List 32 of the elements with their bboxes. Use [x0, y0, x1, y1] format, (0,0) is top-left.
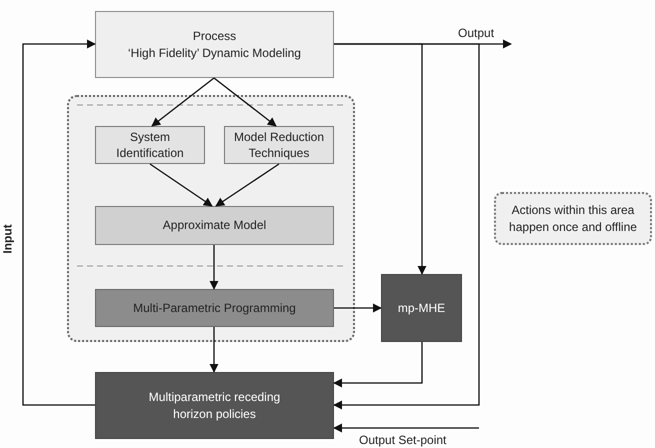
edge-label: Output [457, 26, 496, 40]
node-text: Model Reduction Techniques [232, 128, 326, 162]
process-box [95, 206, 334, 245]
node-text: Approximate Model [162, 217, 266, 234]
process-box [381, 274, 462, 342]
node-text: Multi-Parametric Programming [133, 300, 296, 316]
offline-area [67, 95, 355, 342]
process-box [95, 372, 334, 439]
node-text: Actions within this area happen once and offline [508, 202, 638, 235]
note-box [494, 192, 652, 245]
edge-label: Output Set-point [358, 433, 448, 447]
node-text: ‘High Fidelity’ Dynamic Modeling [128, 44, 301, 61]
arrow [150, 163, 213, 207]
node-text: Process [192, 28, 236, 44]
arrow [334, 303, 382, 313]
process-box [95, 11, 334, 78]
process-box [95, 289, 334, 327]
arrow [209, 327, 219, 373]
arrow [214, 77, 277, 127]
process-box [95, 126, 205, 164]
node-text: Multiparametric receding horizon policies [148, 389, 282, 422]
arrow [22, 39, 96, 406]
node-text: mp-MHE [398, 300, 446, 316]
arrow [151, 77, 214, 127]
arrow [215, 163, 280, 207]
arrow [333, 423, 479, 433]
edge-label: Input [0, 223, 15, 255]
node-text: System Identification [115, 128, 185, 162]
process-box [224, 126, 334, 164]
arrow [333, 342, 423, 388]
arrow [209, 245, 219, 290]
arrow [333, 43, 480, 410]
